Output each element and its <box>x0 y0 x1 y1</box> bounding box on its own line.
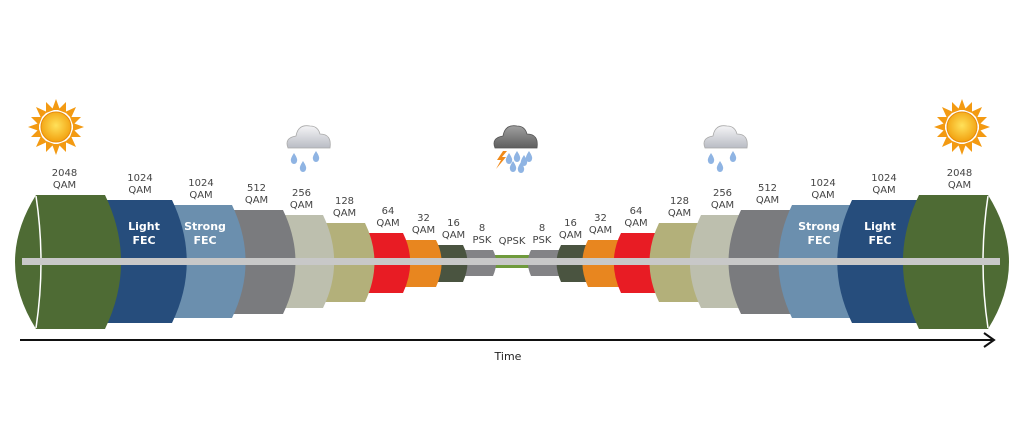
cloud-rain-icon <box>286 125 331 172</box>
modulation-label-bottom: QAM <box>53 180 76 191</box>
modulation-label-top: 256 <box>292 188 311 199</box>
fec-label-line1: Light <box>864 220 896 233</box>
sun-icon <box>27 98 85 156</box>
modulation-label-top: 32 <box>594 213 607 224</box>
modulation-label-bottom: QAM <box>442 230 465 241</box>
time-arrow-head <box>983 332 996 348</box>
modulation-label-top: 128 <box>335 196 354 207</box>
modulation-label-top: 64 <box>630 206 643 217</box>
modulation-label-top: 8 <box>479 223 485 234</box>
modulation-label-bottom: PSK <box>473 235 492 246</box>
modulation-label-top: 1024 <box>127 173 152 184</box>
modulation-label-top: 64 <box>382 206 395 217</box>
modulation-label-bottom: QAM <box>559 230 582 241</box>
fec-label-line1: Strong <box>798 220 840 233</box>
time-axis: Time <box>20 332 996 363</box>
fec-label-line2: FEC <box>807 234 830 247</box>
modulation-label-top: 1024 <box>188 178 213 189</box>
cloud-rain-icon <box>703 125 748 172</box>
modulation-label-bottom: QAM <box>756 195 779 206</box>
fec-label-line2: FEC <box>132 234 155 247</box>
modulation-label-top: 8 <box>539 223 545 234</box>
sun-icon <box>933 98 991 156</box>
modulation-label-top: 2048 <box>947 168 972 179</box>
modulation-label-bottom: QAM <box>624 218 647 229</box>
modulation-label-top: 1024 <box>871 173 896 184</box>
time-label: Time <box>494 350 522 363</box>
fec-label-line2: FEC <box>193 234 216 247</box>
modulation-label-top: 512 <box>247 183 266 194</box>
fec-label-line2: FEC <box>868 234 891 247</box>
modulation-label-top: 2048 <box>52 168 77 179</box>
modulation-label-bottom: QAM <box>128 185 151 196</box>
modulation-label-top: 32 <box>417 213 430 224</box>
modulation-label-top: 16 <box>447 218 460 229</box>
modulation-label-bottom: QAM <box>711 200 734 211</box>
storm-icon <box>493 125 538 173</box>
modulation-label-bottom: QAM <box>290 200 313 211</box>
signal-bar <box>22 258 1000 265</box>
modulation-label-bottom: QAM <box>872 185 895 196</box>
modulation-label-top: 512 <box>758 183 777 194</box>
modulation-label-top: 1024 <box>810 178 835 189</box>
fec-label-line1: Light <box>128 220 160 233</box>
modulation-label-bottom: QAM <box>189 190 212 201</box>
modulation-label-top: 128 <box>670 196 689 207</box>
modulation-label-bottom: QAM <box>589 225 612 236</box>
modulation-label-bottom: QAM <box>668 208 691 219</box>
modulation-label-bottom: PSK <box>533 235 552 246</box>
modulation-label-top: 256 <box>713 188 732 199</box>
modulation-label-bottom: QAM <box>948 180 971 191</box>
modulation-label-bottom: QAM <box>376 218 399 229</box>
label-qpsk: QPSK <box>499 236 526 247</box>
modulation-label-bottom: QAM <box>412 225 435 236</box>
modulation-label-top: 16 <box>564 218 577 229</box>
modulation-label-bottom: QAM <box>245 195 268 206</box>
modulation-label-bottom: QAM <box>811 190 834 201</box>
modulation-label-bottom: QAM <box>333 208 356 219</box>
fec-label-line1: Strong <box>184 220 226 233</box>
